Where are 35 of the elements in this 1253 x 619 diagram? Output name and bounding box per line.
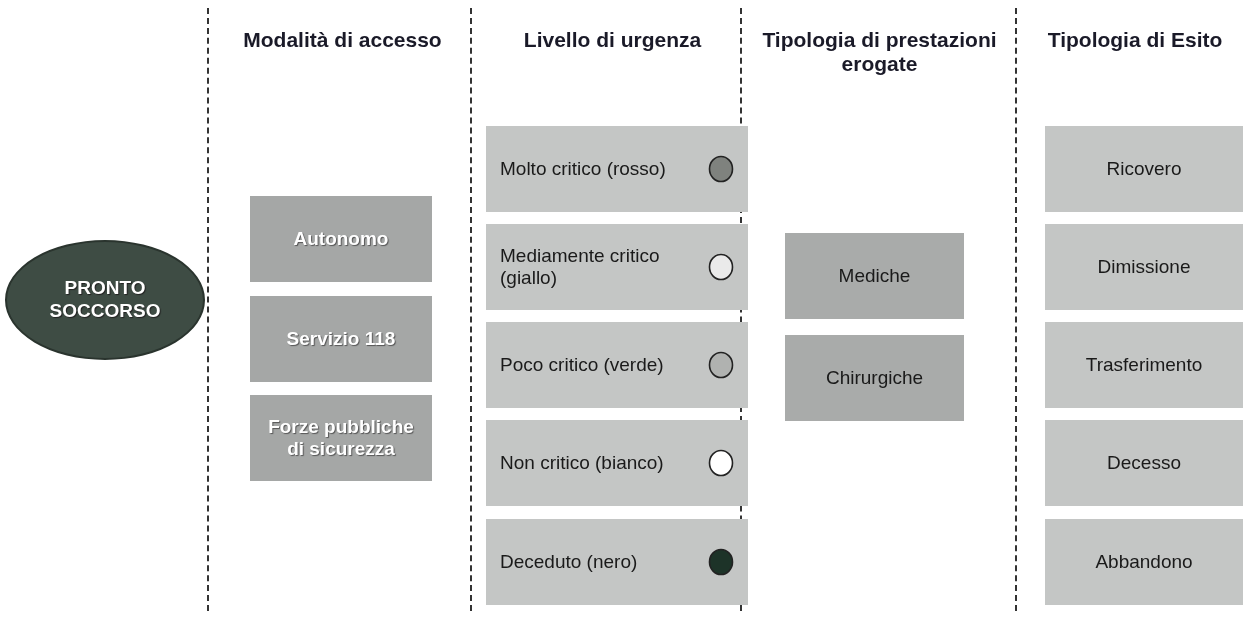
urgency-box xyxy=(486,519,748,605)
node-text: Abbandono xyxy=(1095,551,1193,573)
node-text: Molto critico (rosso) xyxy=(500,158,666,180)
category-box xyxy=(785,233,964,319)
category-box xyxy=(250,196,432,282)
category-box xyxy=(785,335,964,421)
column-heading: Tipologia di Esito xyxy=(1046,28,1224,53)
node-text: Ricovero xyxy=(1106,158,1182,180)
urgency-box xyxy=(486,224,748,310)
node-text: Non critico (bianco) xyxy=(500,452,664,474)
node-text: PRONTO SOCCORSO xyxy=(48,277,162,323)
column-heading: Livello di urgenza xyxy=(522,28,703,53)
node-text: Mediamente critico (giallo) xyxy=(500,245,661,289)
node-text: Forze pubbliche di sicurezza xyxy=(267,416,415,460)
category-box xyxy=(250,395,432,481)
urgency-box xyxy=(486,420,748,506)
urgency-box xyxy=(486,322,748,408)
node-text: Dimissione xyxy=(1097,256,1191,278)
category-box xyxy=(1045,224,1243,310)
node-text: Trasferimento xyxy=(1085,354,1203,376)
node-text: Mediche xyxy=(838,265,911,287)
category-box xyxy=(1045,126,1243,212)
category-box xyxy=(1045,420,1243,506)
urgency-box xyxy=(486,126,748,212)
column-heading: Tipologia di prestazioni erogate xyxy=(761,28,998,77)
node-text: Deceduto (nero) xyxy=(500,551,638,573)
node-text: Chirurgiche xyxy=(825,367,924,389)
category-box xyxy=(250,296,432,382)
column-heading: Modalità di accesso xyxy=(242,28,443,53)
node-text: Servizio 118 xyxy=(286,328,396,350)
category-box xyxy=(1045,519,1243,605)
node-text: Decesso xyxy=(1107,452,1181,474)
node-text: Poco critico (verde) xyxy=(500,354,664,376)
node-text: Autonomo xyxy=(293,228,389,250)
category-box xyxy=(1045,322,1243,408)
